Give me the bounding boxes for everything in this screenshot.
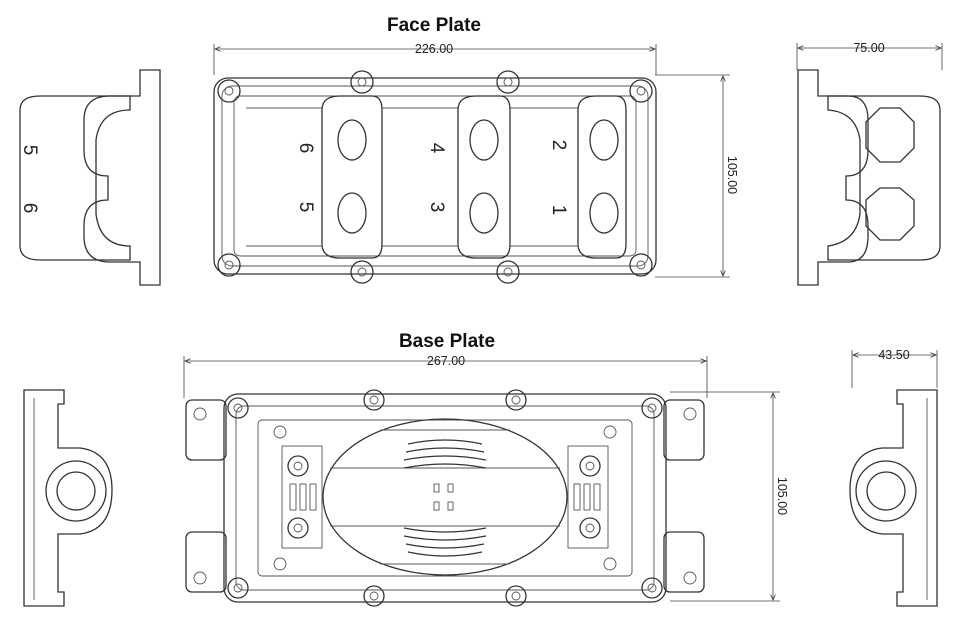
base-plate-title: Base Plate: [399, 331, 495, 352]
port-label-6: 6: [295, 143, 316, 154]
port-label-4: 4: [426, 143, 447, 154]
face-plate-width-dimension: 226.00: [213, 42, 657, 75]
face-plate-right-side-view: [797, 69, 941, 286]
face-plate-left-side-view: 5 6: [19, 69, 161, 286]
face-plate-title: Face Plate: [387, 15, 481, 36]
port-label-2: 2: [548, 140, 569, 151]
base-plate-side-label: 43.50: [878, 348, 909, 362]
face-plate-lugs: [217, 70, 653, 284]
fiber-guides: [403, 439, 487, 557]
base-plate-right-side-view: [849, 389, 938, 607]
base-plate-width-dimension: 267.00: [183, 354, 708, 398]
face-plate-height-label: 105.00: [725, 156, 739, 194]
side-label-5: 5: [19, 145, 40, 156]
side-label-6: 6: [19, 203, 40, 214]
port-label-3: 3: [426, 202, 447, 213]
base-left-cable-entry: [281, 445, 323, 549]
port-label-5: 5: [295, 202, 316, 213]
base-plate-width-label: 267.00: [427, 354, 465, 368]
face-plate-port-bosses: [246, 95, 627, 259]
base-plate-front-view: [185, 389, 705, 607]
face-plate-side-dimension: 75.00: [796, 41, 943, 70]
base-plate-height-dimension: 105.00: [670, 391, 789, 602]
face-plate-height-dimension: 105.00: [655, 74, 739, 278]
face-plate-side-label: 75.00: [853, 41, 884, 55]
face-plate-front-view: 6 5 4 3 2 1: [213, 70, 657, 284]
base-plate-side-dimension: 43.50: [851, 348, 938, 388]
face-plate-width-label: 226.00: [415, 42, 453, 56]
base-right-cable-entry: [567, 445, 609, 549]
base-plate-height-label: 105.00: [775, 477, 789, 515]
port-label-1: 1: [548, 205, 569, 216]
base-plate-left-side-view: [23, 389, 113, 607]
